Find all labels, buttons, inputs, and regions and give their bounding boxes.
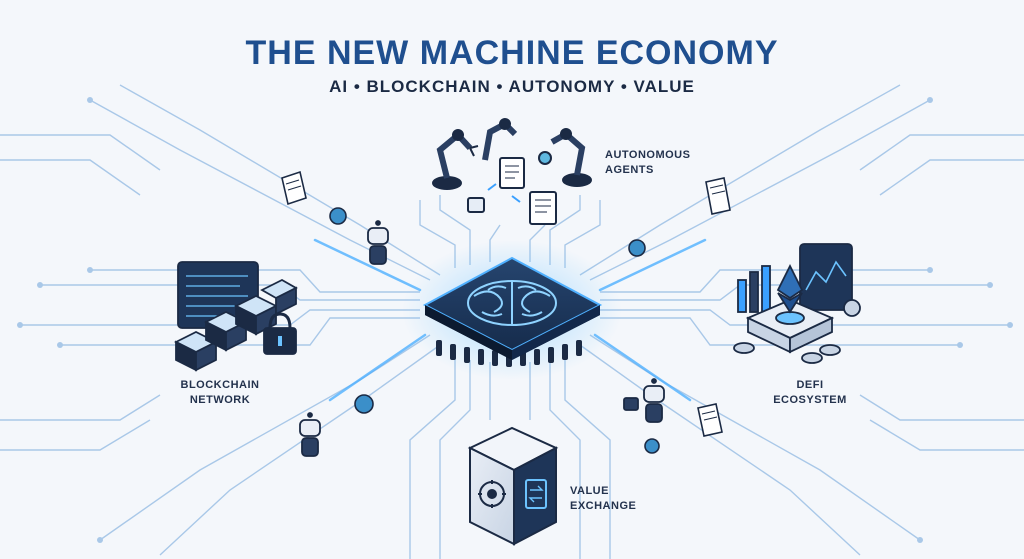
circuit-nodes xyxy=(17,97,1013,543)
label-line: AGENTS xyxy=(605,164,654,176)
data-streams xyxy=(313,238,707,402)
label-autonomous-agents: AUTONOMOUS AGENTS xyxy=(605,148,690,178)
label-line: AUTONOMOUS xyxy=(605,149,691,161)
blockchain-blocks-icon xyxy=(173,261,298,372)
label-line: NETWORK xyxy=(189,394,251,406)
crypto-coin-icons xyxy=(329,207,660,454)
label-line: VALUE xyxy=(570,485,609,497)
label-value-exchange: VALUE EXCHANGE xyxy=(570,484,636,514)
ai-brain-chip-icon xyxy=(402,240,622,380)
robot-arms-icon xyxy=(432,118,592,225)
vault-icon xyxy=(467,426,559,546)
page-subtitle: AI • BLOCKCHAIN • AUTONOMY • VALUE xyxy=(329,77,695,96)
label-line: ECOSYSTEM xyxy=(773,394,847,406)
label-defi-ecosystem: DEFI ECOSYSTEM xyxy=(760,378,860,408)
label-line: DEFI xyxy=(796,379,824,391)
robot-agent-icon xyxy=(299,220,665,457)
ethereum-icon xyxy=(733,243,861,364)
page-title: THE NEW MACHINE ECONOMY xyxy=(245,34,779,72)
label-line: EXCHANGE xyxy=(570,500,637,512)
label-blockchain-network: BLOCKCHAIN NETWORK xyxy=(170,378,270,408)
circuit-traces xyxy=(0,84,1024,559)
smart-contract-scroll-icon xyxy=(281,170,731,437)
label-line: BLOCKCHAIN xyxy=(180,379,260,391)
